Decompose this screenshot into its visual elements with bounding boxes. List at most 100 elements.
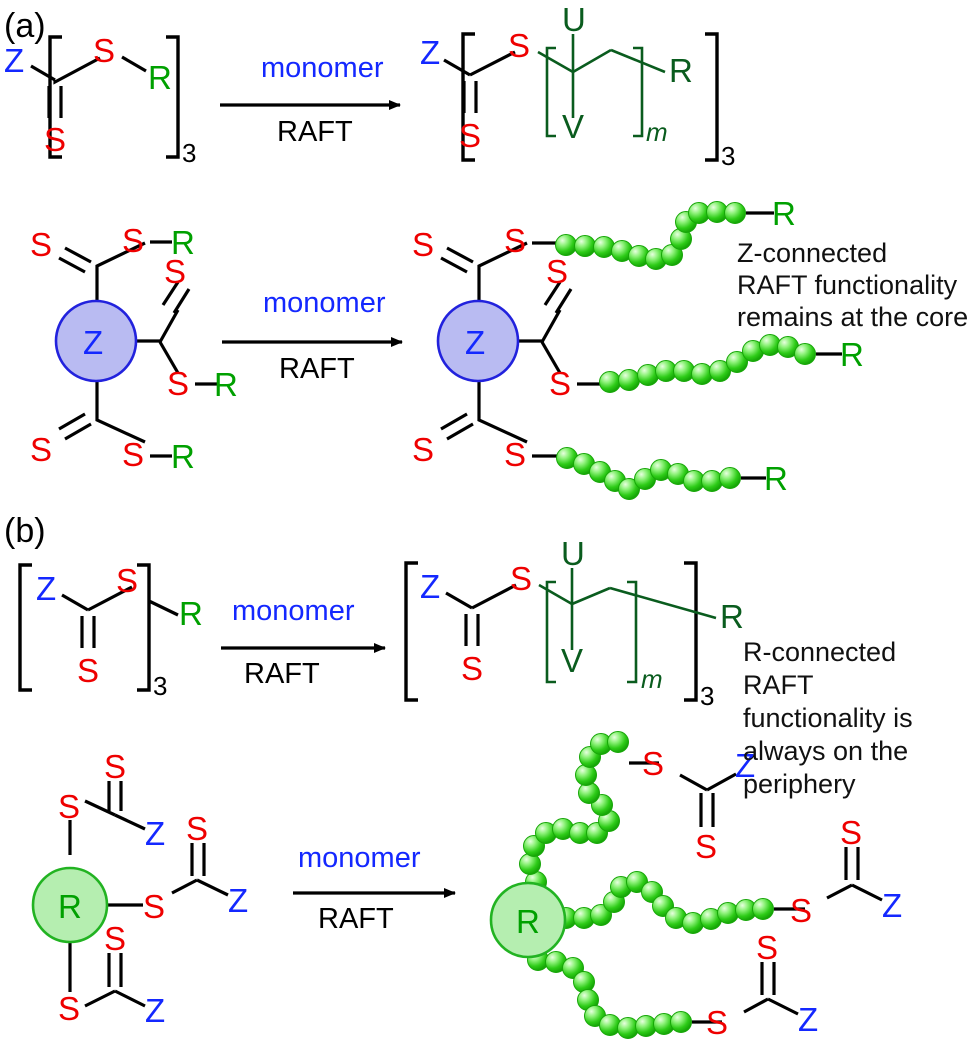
arm1-bond-core-to-carbon [477, 241, 528, 314]
arm2-bond-carbon [158, 309, 180, 343]
arm3-bond-carbon-to-z [767, 997, 799, 1016]
condition-raft: RAFT [277, 116, 353, 148]
atom-label-v: V [562, 108, 584, 145]
panel-a-annotation: Z-connected RAFT functionality remains a… [737, 238, 968, 332]
bond-carbon-to-sulfur [471, 583, 517, 610]
atom-label-u: U [561, 535, 585, 572]
arm2-double-bond-2 [172, 288, 191, 314]
atom-label-z: Z [420, 568, 440, 605]
bracket-right-close [166, 35, 180, 159]
annotation-line-2: RAFT functionality [737, 270, 958, 300]
r-core-circle [489, 881, 567, 959]
panel-b-reaction-arrow-bottom: monomer RAFT [293, 842, 456, 935]
annotation-line-1: R-connected [743, 637, 896, 667]
atom-label-z: Z [36, 570, 56, 607]
annotation-line-3: functionality is [743, 703, 913, 733]
bond-backbone-to-r [609, 586, 717, 620]
atom-label-r: R [720, 598, 744, 635]
bond-sulfur-to-r [148, 599, 179, 617]
annotation-line-5: periphery [743, 769, 856, 799]
arm1-atom-s-thione: S [412, 226, 434, 263]
arm3-atom-s-thione: S [104, 920, 126, 957]
panel-b-reaction-arrow-top: monomer RAFT [221, 595, 386, 690]
condition-monomer: monomer [232, 595, 355, 627]
arm1-atom-z: Z [735, 747, 755, 784]
arm1-atom-s-thiol: S [58, 788, 80, 825]
bond-sulfur-to-r [121, 55, 147, 73]
z-core-label: Z [83, 324, 103, 361]
annotation-line-4: always on the [743, 736, 908, 766]
repeat-bracket-left [545, 46, 556, 138]
condition-raft: RAFT [279, 353, 355, 385]
bond-carbon-to-sulfur [469, 50, 516, 77]
arm2-atom-s-thiol: S [790, 892, 812, 929]
arm2-atom-s-thiol: S [549, 365, 571, 402]
arm2-double-bond-2 [554, 288, 573, 314]
arm1-atom-s-thiol: S [122, 222, 144, 259]
condition-monomer: monomer [298, 842, 421, 874]
repeat-bracket-right [633, 46, 644, 138]
atom-label-s-thione: S [77, 652, 99, 689]
panel-a-reactant: 3 Z S S R [4, 32, 196, 168]
arm3-atom-s-thiol: S [122, 436, 144, 473]
arm1-atom-s-thione: S [30, 226, 52, 263]
arm1-bond-s-to-carbon [679, 773, 708, 792]
annotation-line-1: Z-connected [737, 238, 887, 268]
arm1-bond-carbon-to-z [114, 813, 146, 831]
arm3-atom-s-thione: S [756, 929, 778, 966]
arm1-double-bond-2 [440, 256, 468, 274]
condition-monomer: monomer [261, 52, 384, 84]
arm1-atom-s-thiol: S [504, 222, 526, 259]
arm2-bond-carbon-to-z [196, 878, 229, 897]
product-bracket-left [404, 561, 418, 702]
panel-b-label: (b) [4, 512, 46, 550]
bracket-left-open [18, 563, 32, 692]
product-bracket-right [684, 561, 698, 702]
arm3-double-bond-1 [446, 422, 474, 441]
arm1-double-bond-1 [64, 246, 92, 264]
atom-label-s-thione: S [459, 117, 481, 154]
arm2-atom-s-thione: S [840, 814, 862, 851]
arm2-atom-s-thione: S [186, 810, 208, 847]
r-core-circle [31, 866, 109, 944]
panel-b-product: 3 Z S S m U V R [404, 535, 744, 711]
atom-label-r: R [148, 59, 172, 96]
arm1-bond-carbon-to-z [706, 772, 737, 792]
arm2-atom-s-thione: S [164, 253, 186, 290]
atom-label-r: R [669, 52, 693, 89]
bond-carbon-to-sulfur [87, 585, 133, 612]
atom-label-v: V [561, 642, 583, 679]
atom-label-r: R [179, 595, 203, 632]
arm1-bond-s-to-carbon [84, 799, 116, 817]
arm2-bond-s-to-carbon [826, 883, 853, 900]
condition-monomer: monomer [263, 287, 386, 319]
arm2-atom-z: Z [228, 882, 248, 919]
arm2-atom-r: R [214, 366, 238, 403]
arm2-atom-s-thiol: S [167, 365, 189, 402]
bond-backbone-down [610, 48, 666, 74]
arm2-bond-to-s [540, 341, 562, 374]
arm3-bond-core-to-carbon [477, 367, 528, 444]
z-core-circle [54, 299, 138, 383]
arm3-double-bond-2 [440, 412, 468, 431]
bracket-subscript: 3 [153, 671, 167, 701]
panel-a-star-reactant: S S R S S R S S R Z [30, 222, 238, 475]
arm3-atom-s-thiol: S [706, 1004, 728, 1039]
atom-label-z: Z [4, 42, 24, 79]
product-bracket-right [705, 32, 719, 162]
arm1-atom-r: R [171, 224, 195, 261]
product-bracket-subscript: 3 [700, 681, 714, 711]
atom-label-z: Z [420, 34, 440, 71]
product-bracket-subscript: 3 [721, 141, 735, 171]
condition-raft: RAFT [318, 903, 394, 935]
panel-a-reaction-arrow-top: monomer RAFT [220, 52, 401, 148]
bond-backbone-up [571, 586, 611, 606]
panel-b-star-reactant: S S Z S S Z S S Z R [31, 748, 248, 1029]
atom-label-s-thiol: S [93, 32, 115, 69]
r-core-label: R [58, 888, 82, 925]
arm3-atom-s-thiol: S [504, 436, 526, 473]
arm1-bond-core-to-carbon [95, 241, 146, 314]
z-core-circle [436, 299, 520, 383]
panel-a-star-product: S S R S S R [412, 195, 864, 500]
arm3-atom-r: R [764, 460, 788, 497]
